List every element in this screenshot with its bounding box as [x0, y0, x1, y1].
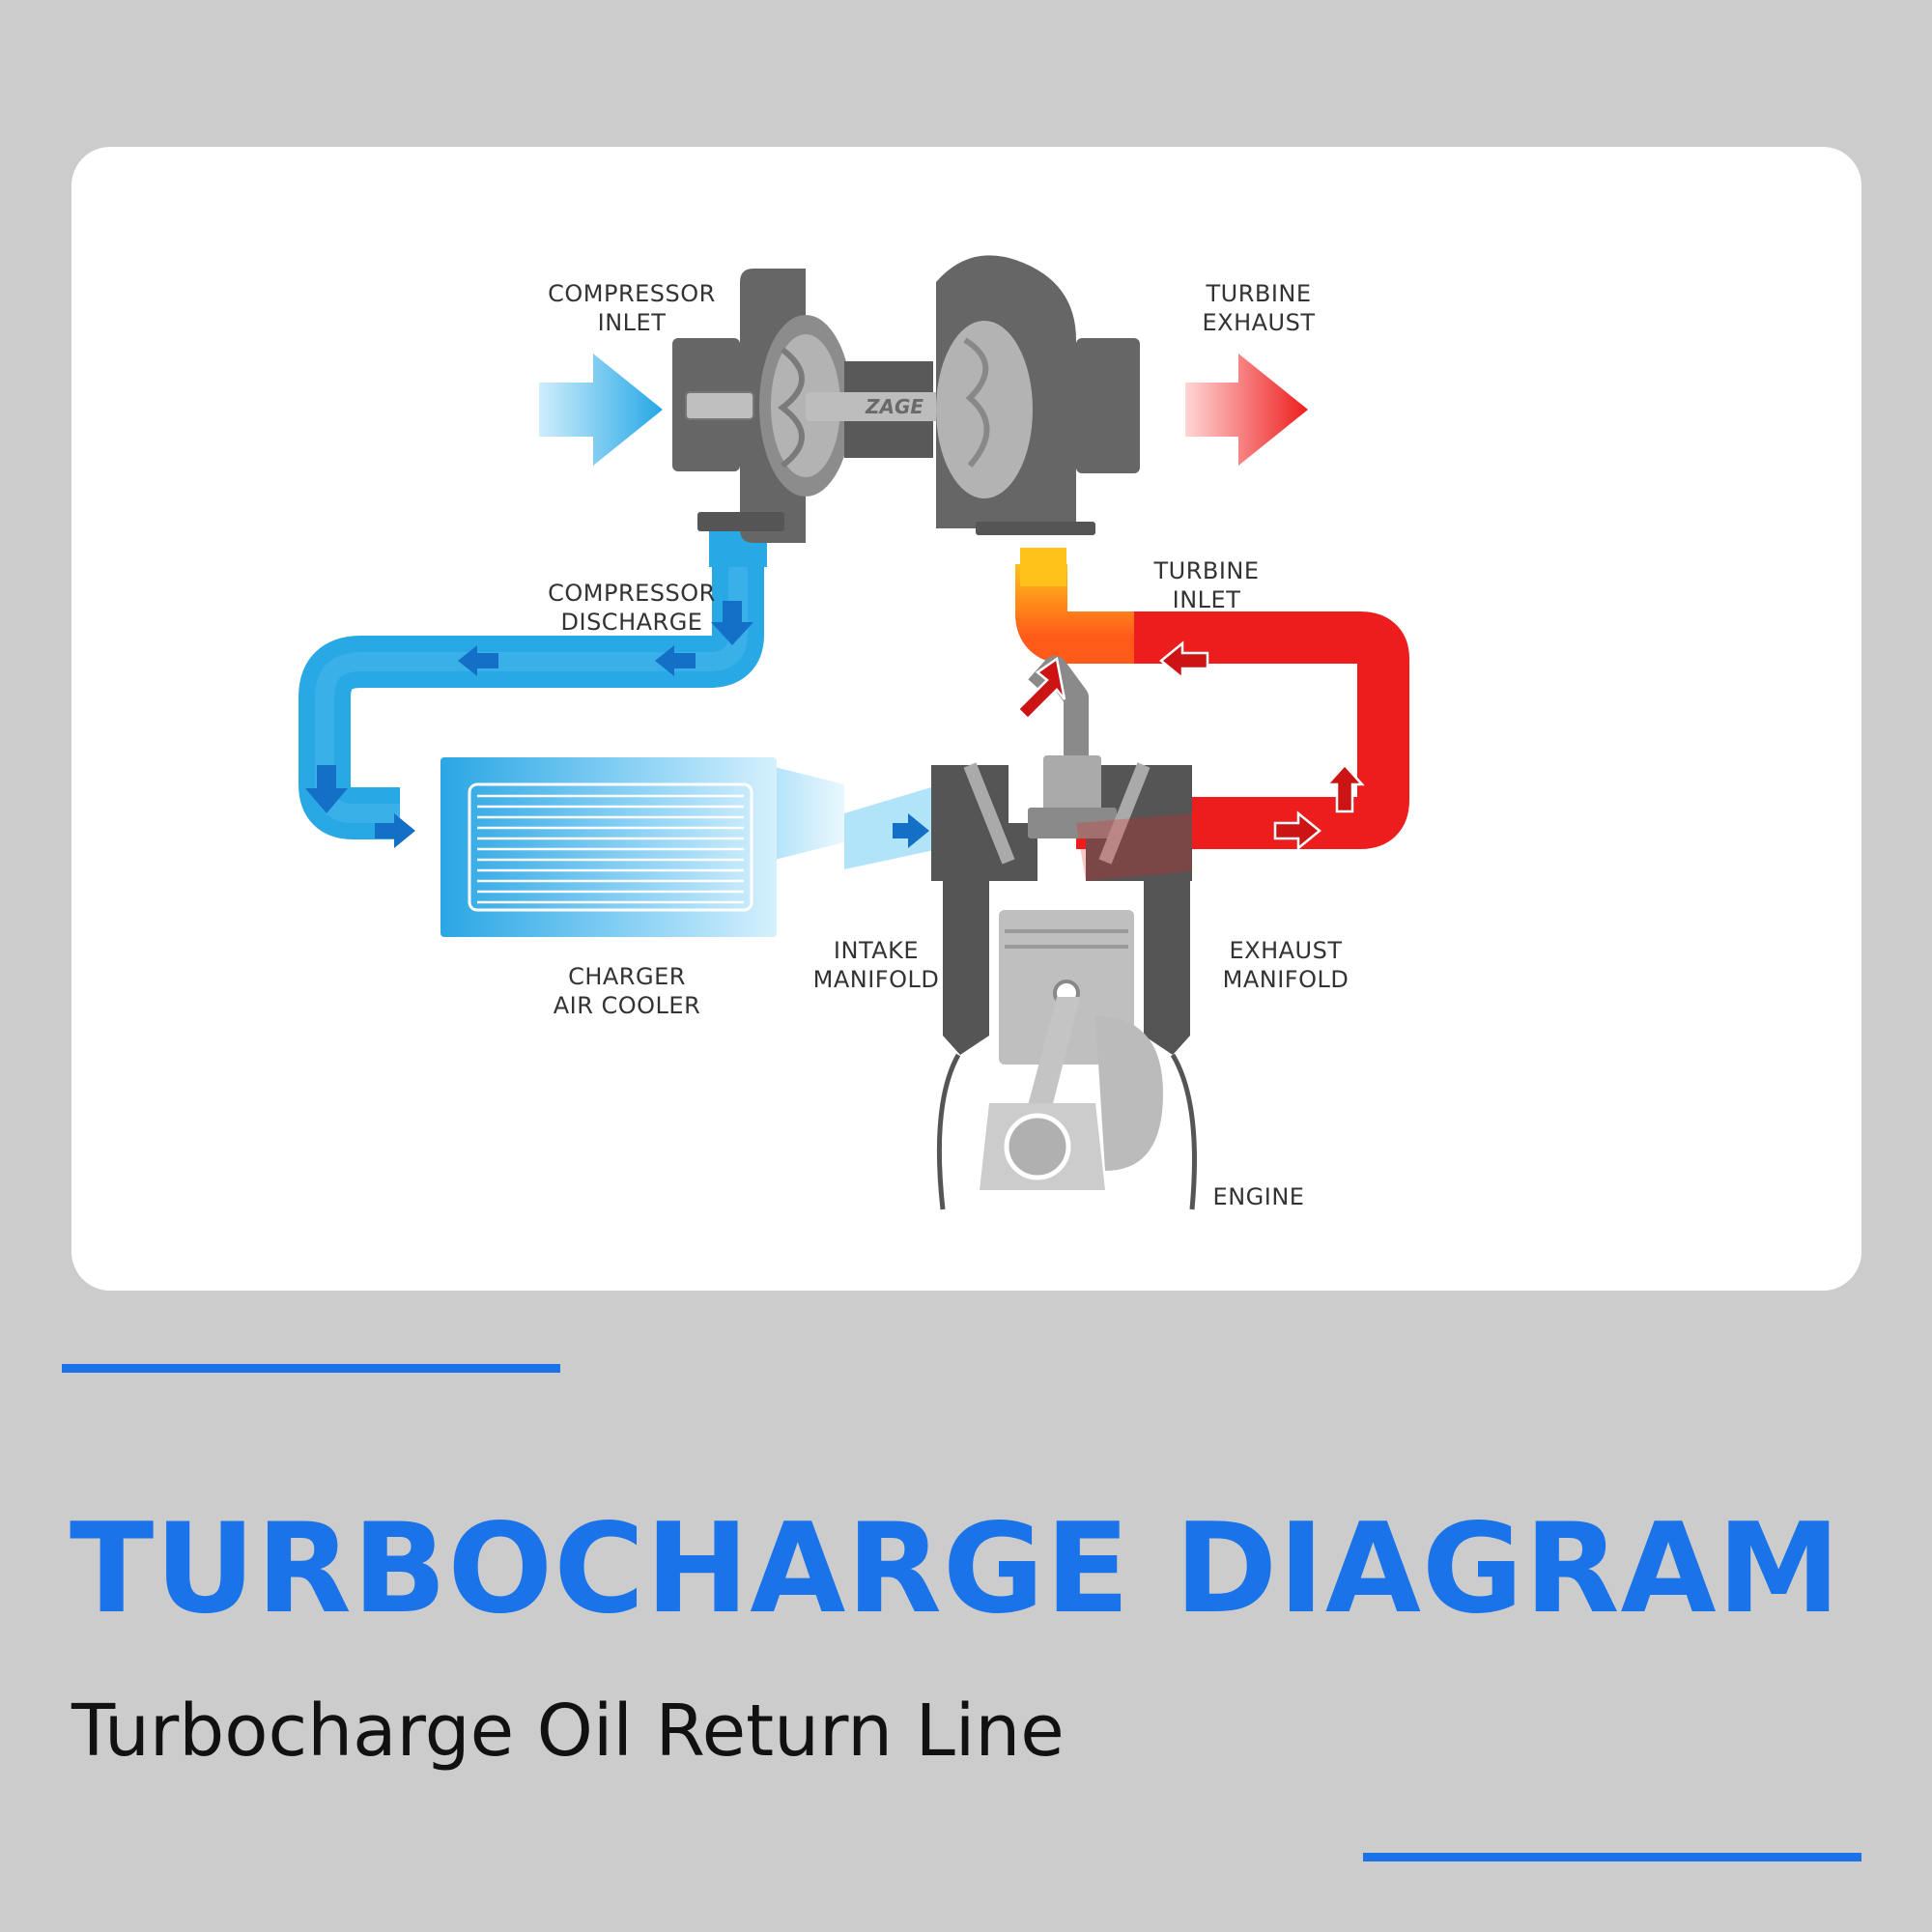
label-exhaust-manifold: EXHAUST MANIFOLD	[1223, 937, 1350, 993]
label-turbine-exhaust: TURBINE EXHAUST	[1202, 280, 1315, 336]
turbine-exhaust-arrow	[1185, 354, 1308, 466]
cooler-fins	[477, 794, 744, 904]
svg-text:CHARGER: CHARGER	[568, 963, 686, 990]
flow-arrows-cold	[305, 601, 929, 848]
svg-text:INTAKE: INTAKE	[834, 937, 919, 964]
label-engine: ENGINE	[1213, 1183, 1305, 1210]
flow-arrows-hot	[1016, 640, 1365, 851]
label-charger-air-cooler: CHARGER AIR COOLER	[554, 963, 701, 1019]
svg-text:MANIFOLD: MANIFOLD	[1223, 966, 1350, 993]
svg-text:AIR COOLER: AIR COOLER	[554, 992, 701, 1019]
svg-text:MANIFOLD: MANIFOLD	[813, 966, 940, 993]
svg-text:INLET: INLET	[598, 309, 667, 336]
accent-rule-bottom	[1363, 1853, 1861, 1861]
svg-text:EXHAUST: EXHAUST	[1202, 309, 1315, 336]
compressor-inlet-arrow	[539, 354, 663, 466]
svg-text:EXHAUST: EXHAUST	[1229, 937, 1342, 964]
label-compressor-inlet: COMPRESSOR INLET	[548, 280, 716, 336]
svg-text:TURBINE: TURBINE	[1152, 557, 1259, 584]
label-intake-manifold: INTAKE MANIFOLD	[813, 937, 940, 993]
svg-text:DISCHARGE: DISCHARGE	[561, 609, 703, 636]
turbocharger: ZAGE	[672, 255, 1140, 543]
svg-text:TURBINE: TURBINE	[1205, 280, 1311, 307]
brand-logo-text: ZAGE	[865, 395, 923, 418]
svg-text:INLET: INLET	[1173, 586, 1241, 613]
svg-text:ENGINE: ENGINE	[1213, 1183, 1305, 1210]
accent-rule-top	[62, 1364, 560, 1373]
engine	[844, 656, 1197, 1210]
cold-air-path	[298, 528, 767, 839]
svg-text:COMPRESSOR: COMPRESSOR	[548, 580, 716, 607]
page-subtitle: Turbocharge Oil Return Line	[71, 1690, 1065, 1773]
svg-text:COMPRESSOR: COMPRESSOR	[548, 280, 716, 307]
charge-air-cooler	[440, 757, 844, 937]
diagram-card: ZAGE	[71, 147, 1861, 1291]
label-compressor-discharge: COMPRESSOR DISCHARGE	[548, 580, 716, 636]
page-title: TURBOCHARGE DIAGRAM	[70, 1497, 1841, 1641]
label-turbine-inlet: TURBINE INLET	[1152, 557, 1259, 613]
turbocharger-diagram: ZAGE	[298, 255, 1409, 1210]
hot-exhaust-path	[1015, 548, 1409, 849]
